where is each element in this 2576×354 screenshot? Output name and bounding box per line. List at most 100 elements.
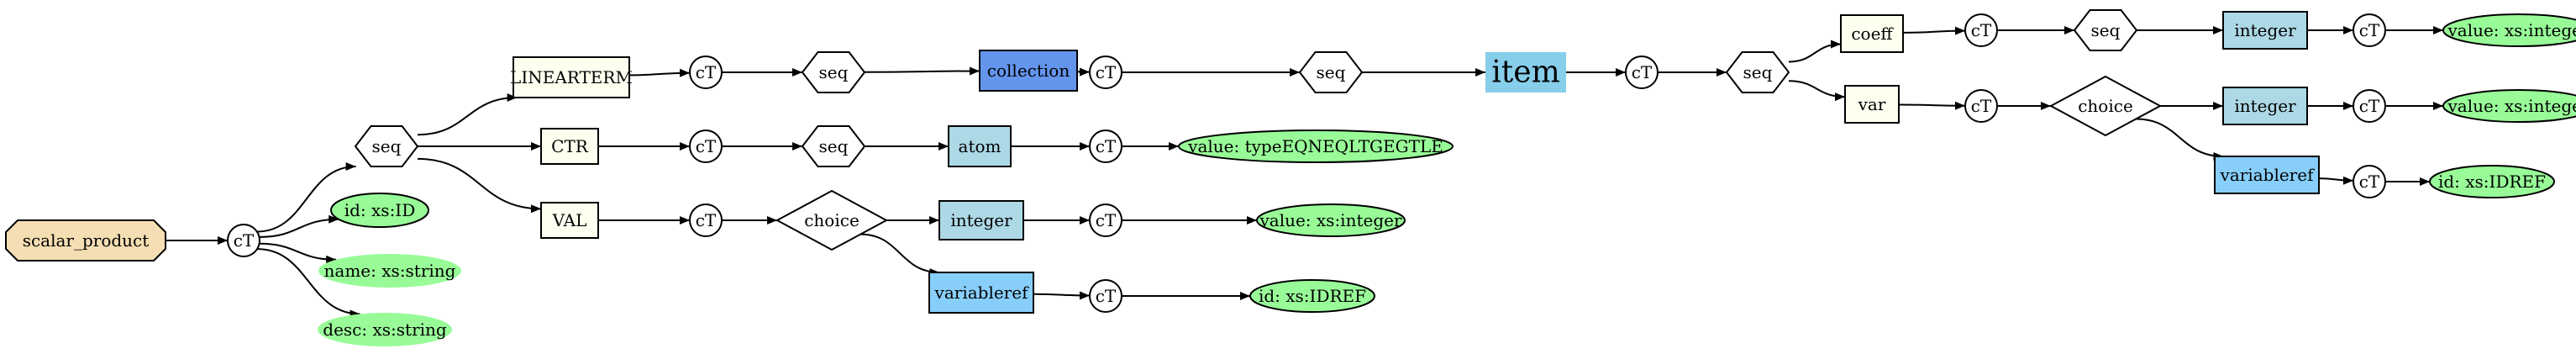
- node-ct-root-shape: [227, 224, 260, 257]
- node-seq-lt-shape: [801, 51, 866, 93]
- edge-seq-item-to-var: [1788, 80, 1846, 102]
- node-ct-ctr-shape: [689, 129, 723, 163]
- node-vrefvar-id-shape: [2429, 165, 2555, 198]
- node-ct-coll: cT: [1089, 55, 1122, 89]
- edge-coeff-to-ct-coeff: [1902, 26, 1966, 35]
- node-choice-val-label: choice: [804, 210, 860, 230]
- node-seq-lt: seq: [801, 51, 866, 93]
- node-seq-ctr-label: seq: [819, 136, 849, 156]
- node-ct-lt-label: cT: [696, 62, 717, 82]
- node-collection-label: collection: [987, 61, 1070, 81]
- node-ct-vrefval-shape: [1089, 279, 1122, 313]
- node-atom: atom: [948, 125, 1012, 167]
- node-ct-vrefvar: cT: [2353, 165, 2386, 198]
- node-ct-val-label: cT: [696, 210, 717, 230]
- node-choice-var: choice: [2048, 75, 2163, 137]
- edge-seq1-to-linearterm: [417, 93, 518, 136]
- node-attr-desc-label: desc: xs:string: [323, 320, 447, 340]
- node-choice-var-label: choice: [2078, 96, 2133, 116]
- node-int-var: integer: [2222, 87, 2308, 125]
- node-attr-id-label: id: xs:ID: [344, 200, 416, 220]
- node-vref-val-shape: [928, 272, 1034, 314]
- node-choice-val: choice: [775, 189, 889, 251]
- node-attr-id: id: xs:ID: [330, 193, 429, 228]
- node-choice-val-shape: [775, 189, 889, 251]
- node-coeff-label: coeff: [1851, 24, 1894, 44]
- node-ct-intvar-label: cT: [2359, 96, 2380, 116]
- node-ct-intval-label: cT: [1096, 210, 1117, 230]
- node-attr-name-label: name: xs:string: [324, 261, 456, 281]
- node-atom-value-shape: [1178, 129, 1454, 163]
- node-int-var-shape: [2222, 87, 2308, 125]
- edge-seq1-to-val: [417, 157, 542, 214]
- node-ct-vrefval: cT: [1089, 279, 1122, 313]
- edge-ct-root-to-attr-desc: [257, 248, 360, 319]
- node-int-value-shape: [1256, 203, 1406, 237]
- node-seq-coll: seq: [1298, 51, 1364, 93]
- node-atom-shape: [948, 125, 1012, 167]
- node-intvar-value-label: value: xs:integer: [2447, 96, 2576, 116]
- edge-choice-val-to-vref-val: [860, 233, 940, 277]
- node-intvar-value: value: xs:integer: [2442, 89, 2576, 123]
- node-ct-vrefvar-shape: [2353, 165, 2386, 198]
- node-ct-lt: cT: [689, 55, 723, 89]
- node-item-label: item: [1491, 55, 1559, 90]
- node-linearterm: LINEARTERM: [510, 56, 633, 98]
- node-item: item: [1485, 52, 1566, 92]
- node-ct-var-shape: [1964, 89, 1998, 123]
- node-seq-coll-label: seq: [1317, 62, 1346, 82]
- node-ct-item-label: cT: [1632, 62, 1653, 82]
- node-root-shape: [5, 219, 166, 262]
- node-seq-lt-label: seq: [819, 62, 849, 82]
- node-ct-coeff-label: cT: [1971, 20, 1992, 40]
- node-vrefvar-id-label: id: xs:IDREF: [2438, 172, 2546, 192]
- node-ct-root: cT: [227, 224, 260, 257]
- node-ct-val: cT: [689, 203, 723, 237]
- node-intvar-value-shape: [2442, 89, 2576, 123]
- edge-vref-val-to-ct-vrefval: [1033, 291, 1091, 300]
- node-seq-coll-shape: [1298, 51, 1364, 93]
- node-val: VAL: [540, 202, 599, 239]
- node-vref-var: variableref: [2214, 156, 2320, 194]
- node-seq-item: seq: [1725, 51, 1790, 93]
- edge-ct-root-to-attr-name: [259, 242, 337, 264]
- node-int-coeff-label: integer: [2234, 20, 2296, 40]
- node-ct-atom-shape: [1089, 129, 1122, 163]
- node-attr-desc-shape: [318, 313, 452, 346]
- node-ct-vrefval-label: cT: [1096, 286, 1117, 306]
- node-intcoeff-value-label: value: xs:integer: [2447, 20, 2576, 40]
- node-vref-var-shape: [2214, 156, 2320, 194]
- node-coeff-shape: [1840, 14, 1904, 53]
- node-int-val-label: integer: [950, 210, 1012, 230]
- edge-vref-var-to-ct-vrefvar: [2318, 176, 2354, 185]
- node-attr-name: name: xs:string: [318, 254, 461, 288]
- node-var: var: [1844, 85, 1900, 124]
- node-collection: collection: [979, 50, 1078, 92]
- node-int-value-label: value: xs:integer: [1259, 210, 1402, 230]
- node-var-label: var: [1858, 94, 1886, 114]
- node-atom-label: atom: [959, 136, 1001, 156]
- node-vref-val-label: variableref: [934, 283, 1030, 303]
- node-ct-atom-label: cT: [1096, 136, 1117, 156]
- node-ct-coeff: cT: [1964, 13, 1998, 47]
- node-int-coeff: integer: [2222, 11, 2308, 50]
- node-seq-coeff-label: seq: [2091, 20, 2121, 40]
- node-ct-val-shape: [689, 203, 723, 237]
- node-ct-root-label: cT: [234, 230, 255, 251]
- edge-ct-root-to-attr-id: [259, 214, 339, 238]
- node-ct-item-shape: [1625, 55, 1659, 89]
- node-ct-atom: cT: [1089, 129, 1122, 163]
- node-ct-intcoeff-label: cT: [2359, 20, 2380, 40]
- edge-linearterm-to-ct-lt: [628, 68, 691, 77]
- node-vref-id-shape: [1249, 279, 1375, 313]
- node-seq-item-label: seq: [1743, 62, 1773, 82]
- node-linearterm-shape: [513, 56, 630, 98]
- node-vref-var-label: variableref: [2220, 165, 2316, 185]
- node-ct-item: cT: [1625, 55, 1659, 89]
- node-val-label: VAL: [552, 210, 587, 230]
- node-ct-coeff-shape: [1964, 13, 1998, 47]
- node-root: scalar_product: [5, 219, 166, 262]
- node-ct-lt-shape: [689, 55, 723, 89]
- node-ct-var: cT: [1964, 89, 1998, 123]
- node-collection-shape: [979, 50, 1078, 92]
